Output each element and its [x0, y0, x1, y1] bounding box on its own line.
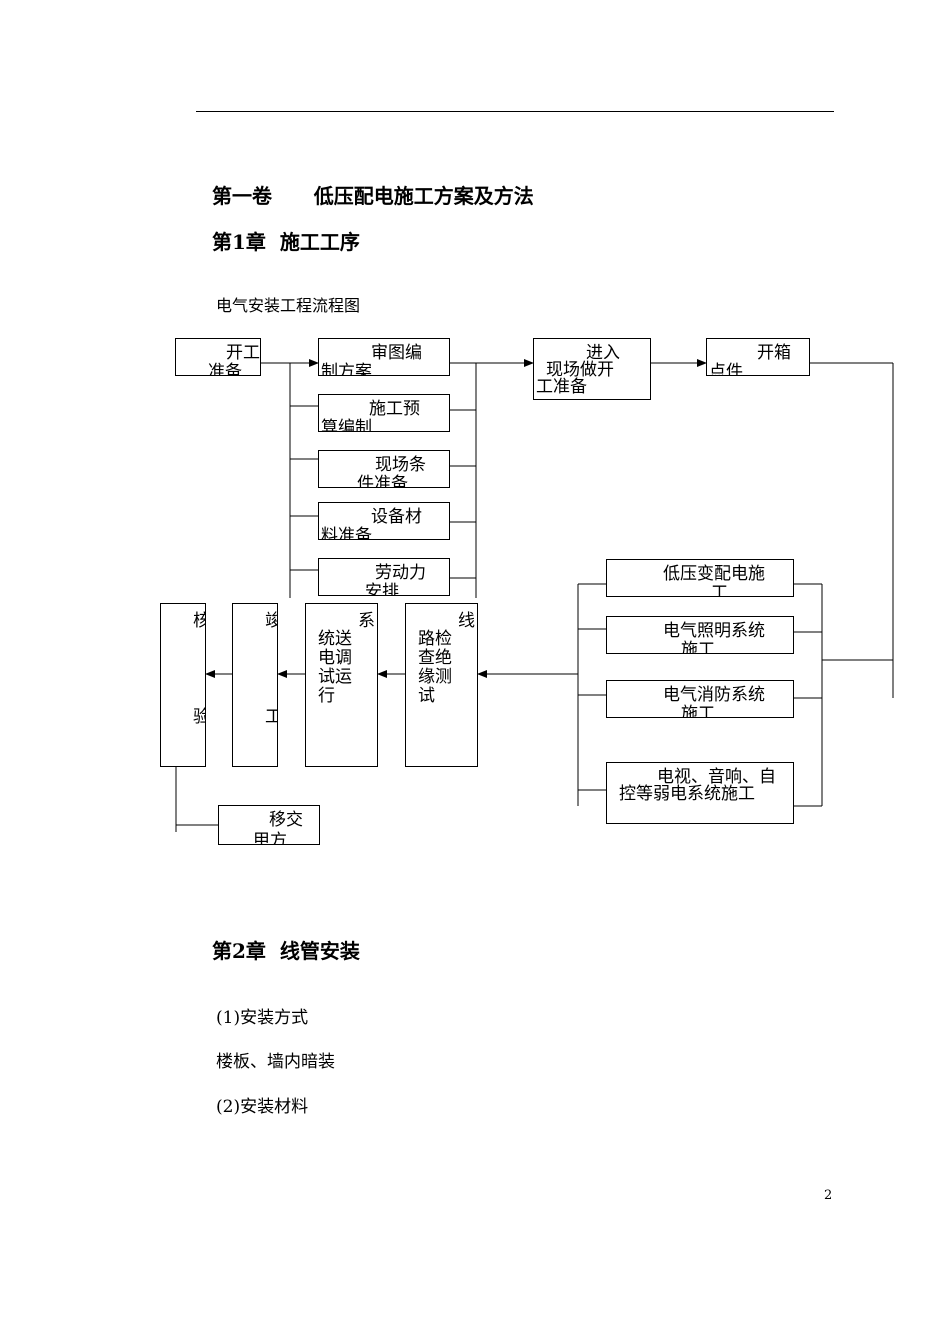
box-text: 安排 [365, 582, 399, 596]
box-review-drawings: 审图编 制方案 [318, 338, 450, 376]
box-text: 线 [458, 611, 475, 631]
box-text: 电视、音响、自 [657, 767, 776, 787]
box-budget: 施工预 算编制 [318, 394, 450, 432]
box-text: 核 [193, 612, 205, 631]
box-text: 缘测 [418, 667, 452, 687]
box-text: 开工 [226, 343, 260, 363]
box-text: 行 [318, 686, 335, 706]
box-text: 电调 [318, 648, 352, 668]
box-text: 试运 [318, 667, 352, 687]
box-system-test: 系 统送 电调 试运 行 [305, 603, 378, 767]
box-text: 工准备 [536, 377, 587, 397]
box-text: 路检 [418, 629, 452, 649]
paragraph-install-materials: (2)安装材料 [216, 1097, 309, 1117]
box-text: 电气消防系统 [663, 685, 765, 705]
box-start-prep: 开工 准备 [175, 338, 261, 376]
box-handover: 移交 甲方 [218, 805, 320, 845]
box-text: 试 [418, 686, 435, 706]
box-text: 料准备 [321, 526, 372, 540]
box-text: 进入 [586, 343, 620, 363]
box-text: 控等弱电系统施工 [619, 784, 755, 804]
box-text: 现场条 [375, 455, 426, 475]
box-text: 件准备 [357, 474, 408, 488]
box-text: 劳动力 [375, 563, 426, 583]
flowchart-caption: 电气安装工程流程图 [216, 296, 361, 315]
box-text: 甲方 [253, 831, 287, 845]
box-unbox: 开箱 点件 [706, 338, 810, 376]
box-text: 竣 [265, 612, 277, 631]
box-weak-current: 电视、音响、自 控等弱电系统施工 [606, 762, 794, 824]
box-text: 统送 [318, 629, 352, 649]
header-rule [196, 111, 834, 112]
box-text: 系 [358, 611, 375, 631]
flowchart-connectors [175, 359, 894, 832]
box-text: 验 [193, 708, 205, 727]
box-text: 施工预 [369, 399, 420, 419]
volume-heading: 第一卷 低压配电施工方案及方法 [212, 184, 534, 208]
paragraph-install-method: (1)安装方式 [216, 1008, 309, 1028]
box-text: 开箱 [757, 343, 791, 363]
box-text: 算编制 [321, 418, 372, 432]
box-labor: 劳动力 安排 [318, 558, 450, 596]
chapter1-heading: 第1章 施工工序 [212, 230, 360, 254]
box-text: 工 [711, 583, 728, 597]
box-lighting: 电气照明系统 施工 [606, 616, 794, 654]
box-text: 点件 [709, 362, 743, 376]
box-text: 施工 [681, 640, 715, 654]
box-text: 工 [265, 708, 277, 727]
box-low-voltage: 低压变配电施 工 [606, 559, 794, 597]
box-text: 移交 [269, 810, 303, 830]
box-text: 制方案 [321, 362, 372, 376]
box-verification: 核 验 [160, 603, 206, 767]
box-text: 准备 [208, 362, 242, 376]
box-enter-site: 进入 现场做开 工准备 [533, 338, 651, 400]
box-text: 设备材 [371, 507, 422, 527]
box-site-prep: 现场条 件准备 [318, 450, 450, 488]
box-text: 施工 [681, 704, 715, 718]
page-number: 2 [824, 1188, 833, 1203]
box-text: 现场做开 [546, 360, 614, 380]
chapter2-heading: 第2章 线管安装 [212, 939, 360, 963]
box-completion: 竣 工 [232, 603, 278, 767]
box-text: 低压变配电施 [663, 564, 765, 584]
box-fire-protection: 电气消防系统 施工 [606, 680, 794, 718]
box-text: 电气照明系统 [663, 621, 765, 641]
box-material-prep: 设备材 料准备 [318, 502, 450, 540]
paragraph-install-location: 楼板、墙内暗装 [216, 1052, 335, 1072]
box-line-check: 线 路检 查绝 缘测 试 [405, 603, 478, 767]
box-text: 查绝 [418, 648, 452, 668]
box-text: 审图编 [371, 343, 422, 363]
